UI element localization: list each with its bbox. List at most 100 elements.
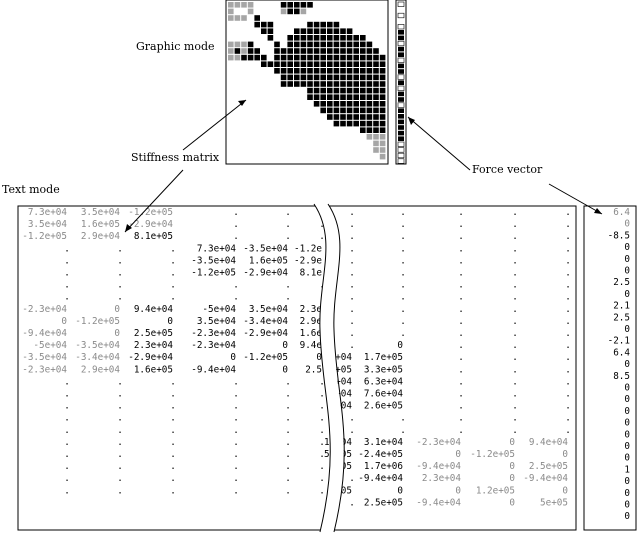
matrix-cell-filled (294, 8, 300, 15)
matrix-cell-filled (300, 48, 307, 54)
matrix-cell-grey (228, 41, 234, 48)
matrix-cell-filled (300, 74, 307, 81)
matrix-value: 2.9e (300, 316, 323, 327)
matrix-value: . (512, 340, 518, 351)
matrix-cell-filled (366, 41, 373, 48)
matrix-value: 0 (114, 304, 120, 315)
matrix-value: . (117, 425, 123, 436)
matrix-cell-grey (373, 140, 379, 147)
matrix-value: 05 (341, 485, 352, 496)
force-value: 0 (624, 394, 630, 405)
force-cell-outline (397, 57, 405, 63)
matrix-cell-filled (300, 28, 307, 34)
matrix-cell-filled (360, 127, 366, 133)
matrix-value: . (565, 364, 571, 375)
matrix-cell-filled (353, 74, 359, 81)
matrix-value: . (512, 364, 518, 375)
matrix-value: . (285, 461, 291, 472)
matrix-value: -5e+04 (202, 304, 236, 315)
force-value: -2.1 (608, 336, 630, 347)
matrix-cell-filled (340, 35, 346, 41)
matrix-value: 3.5e+04 (197, 316, 237, 327)
matrix-value: 0 (316, 352, 322, 363)
matrix-value: . (349, 340, 355, 351)
text-matrix-frame (17, 205, 577, 531)
matrix-value: . (170, 401, 176, 412)
matrix-cell-filled (247, 41, 254, 48)
force-cell-filled (398, 108, 404, 113)
matrix-value: . (233, 437, 239, 448)
matrix-value: 3.1e+04 (364, 437, 404, 448)
matrix-value: . (400, 304, 406, 315)
force-value: 0 (624, 488, 630, 499)
matrix-cell-filled (340, 114, 346, 120)
matrix-value: -1.2e+05 (191, 268, 236, 279)
matrix-cell-grey (379, 140, 386, 147)
matrix-cell-filled (287, 68, 293, 74)
matrix-value: . (117, 461, 123, 472)
matrix-value: -2.3e+04 (191, 328, 236, 339)
matrix-cell-filled (327, 28, 333, 34)
matrix-cell-filled (333, 41, 340, 48)
matrix-value: 0 (455, 485, 461, 496)
matrix-value: . (117, 413, 123, 424)
matrix-value: . (170, 292, 176, 303)
matrix-cell-filled (313, 21, 320, 28)
matrix-value: . (458, 316, 464, 327)
matrix-value: . (170, 413, 176, 424)
graphic-matrix (225, 0, 389, 165)
force-cell-filled (398, 30, 404, 35)
matrix-value: . (458, 268, 464, 279)
matrix-value: . (285, 401, 291, 412)
matrix-value: . (512, 316, 518, 327)
matrix-value: 2.3e (300, 304, 323, 315)
matrix-cell-filled (353, 68, 359, 74)
matrix-value: . (233, 425, 239, 436)
matrix-cell-filled (320, 101, 326, 107)
matrix-value: e+04 (330, 389, 353, 400)
force-cell-filled (398, 52, 404, 57)
matrix-cell-filled (320, 94, 326, 100)
matrix-value: . (458, 376, 464, 387)
matrix-value: . (565, 389, 571, 400)
matrix-value: . (117, 473, 123, 484)
matrix-cell-filled (327, 54, 333, 61)
matrix-cell-filled (254, 15, 260, 21)
matrix-value: . (64, 473, 70, 484)
matrix-value: 0 (61, 316, 67, 327)
matrix-value: . (400, 280, 406, 291)
force-value: 0 (624, 500, 630, 511)
matrix-cell-filled (313, 81, 320, 87)
matrix-cell-filled (360, 107, 366, 114)
matrix-cell-filled (379, 87, 386, 94)
matrix-value: . (170, 389, 176, 400)
matrix-value: . (64, 292, 70, 303)
matrix-cell-filled (360, 87, 366, 94)
matrix-value: . (64, 413, 70, 424)
matrix-value: 2.9e+04 (81, 364, 121, 375)
matrix-value: . (117, 401, 123, 412)
force-cell-filled (398, 114, 404, 119)
matrix-value: . (349, 413, 355, 424)
matrix-cell-filled (287, 35, 293, 41)
matrix-value: -9.4e+04 (22, 328, 67, 339)
matrix-value: 2.5e+05 (529, 461, 568, 472)
matrix-value: . (64, 485, 70, 496)
force-cell-outline (397, 141, 405, 147)
matrix-value: . (285, 219, 291, 230)
matrix-value: -1.2e+05 (75, 316, 120, 327)
matrix-cell-filled (373, 48, 379, 54)
matrix-value: 1.6e+05 (81, 219, 120, 230)
matrix-value: 9.4e+04 (529, 437, 569, 448)
matrix-value: . (349, 280, 355, 291)
force-value: 0 (624, 441, 630, 452)
matrix-cell-filled (346, 120, 353, 127)
matrix-cell-filled (366, 54, 373, 61)
matrix-cell-filled (267, 61, 274, 67)
matrix-value: 3.3e+05 (364, 364, 403, 375)
force-cell-filled (398, 125, 404, 130)
graphic-mode-label: Graphic mode (136, 40, 215, 53)
matrix-value: . (512, 207, 518, 218)
matrix-cell-filled (373, 107, 379, 114)
